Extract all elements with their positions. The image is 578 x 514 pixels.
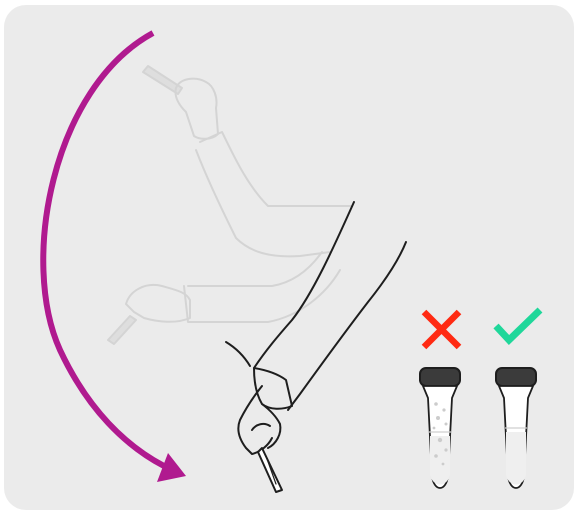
ghost-arm-middle: [108, 252, 340, 344]
ghost-arm-raised: [143, 66, 352, 256]
tube-clear: [496, 368, 536, 488]
motion-arrow: [43, 33, 164, 466]
active-arm: [226, 202, 406, 492]
cross-icon: [424, 312, 459, 347]
tube-with-bubbles: [420, 368, 460, 488]
check-icon: [496, 310, 540, 340]
